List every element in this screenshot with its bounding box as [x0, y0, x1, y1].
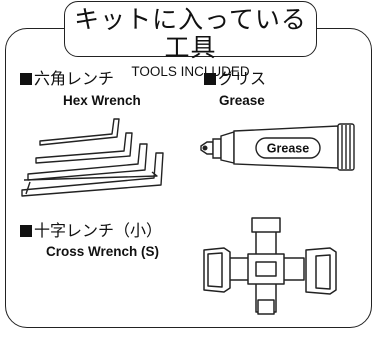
hex-wrench-label-en: Hex Wrench [63, 93, 141, 108]
cross-wrench-label-en: Cross Wrench (S) [46, 244, 160, 259]
grease-tube-label: Grease [267, 142, 309, 156]
bullet-square-icon [20, 73, 32, 85]
header-title-jp: キットに入っている工具 [74, 5, 307, 62]
grease-label-jp: グリス [204, 70, 266, 88]
hex-wrench-label-jp: 六角レンチ [20, 70, 114, 88]
grease-label-en: Grease [219, 93, 265, 108]
header-title-en: TOOLS INCLUDED [131, 64, 250, 79]
header-tab: キットに入っている工具 TOOLS INCLUDED [64, 1, 317, 79]
bullet-square-icon [204, 73, 216, 85]
cross-wrench-label-jp: 十字レンチ（小） [20, 222, 162, 240]
bullet-square-icon [20, 225, 32, 237]
